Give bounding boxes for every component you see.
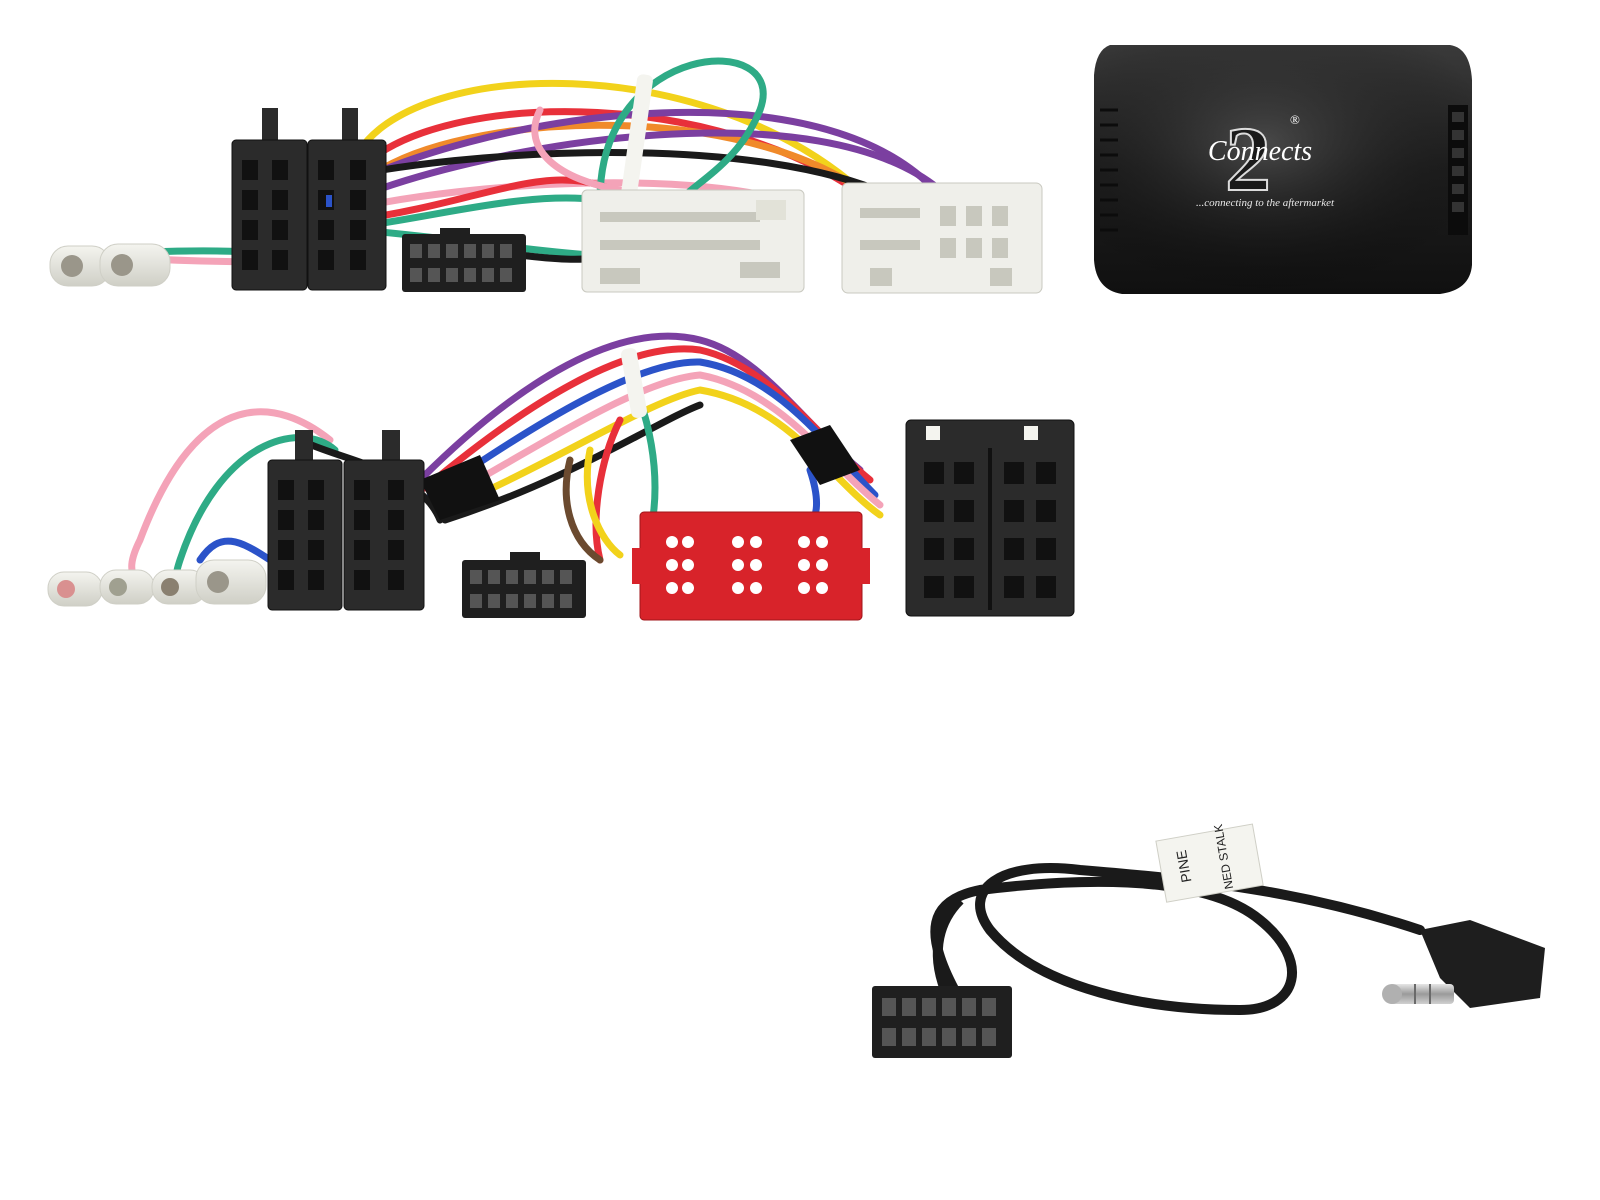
ferrule-connectors	[49, 243, 171, 287]
patch-lead-label-tag: PINE NED STALK	[1155, 823, 1264, 903]
box-grip-ridges	[1100, 108, 1118, 232]
white-vehicle-connector-right	[841, 182, 1043, 294]
white-vehicle-connector-left	[581, 189, 805, 293]
iso-connector-right	[307, 108, 387, 291]
brand-logo-text: Connects	[1208, 136, 1312, 167]
top-harness-wires	[126, 57, 944, 266]
brand-tagline: ...connecting to the aftermarket	[1196, 197, 1335, 209]
top-harness	[49, 57, 1043, 294]
iso-connector-right	[343, 430, 425, 611]
brand-registered-mark: ®	[1290, 112, 1300, 127]
jack-plug-3-5mm	[1382, 920, 1545, 1008]
red-iso-connector	[632, 511, 870, 621]
molex-12pin-connector-patch	[872, 986, 1012, 1058]
cable-tie	[619, 74, 653, 214]
brand-logo: 2 Connects ® ...connecting to the afterm…	[1196, 107, 1335, 211]
heat-shrink-sleeve	[790, 425, 860, 485]
heat-shrink-sleeve	[420, 455, 500, 520]
iso-connector-left	[231, 108, 308, 291]
patch-lead-label-line-1: PINE	[1173, 849, 1194, 884]
brand-logo-numeral: 2	[1225, 108, 1271, 210]
iso-vehicle-connector	[905, 419, 1075, 617]
middle-harness	[47, 332, 1075, 621]
patch-lead-cable	[930, 863, 1425, 1016]
cable-tie	[620, 348, 648, 418]
ferrule-connectors	[47, 559, 267, 607]
molex-12pin-connector-middle	[462, 552, 586, 618]
iso-connector-left	[267, 430, 343, 611]
molex-12pin-connector-top	[402, 228, 526, 292]
interface-box: 2 Connects ® ...connecting to the afterm…	[1094, 45, 1472, 294]
patch-lead: PINE NED STALK	[872, 823, 1545, 1058]
box-side-port	[1448, 105, 1468, 235]
